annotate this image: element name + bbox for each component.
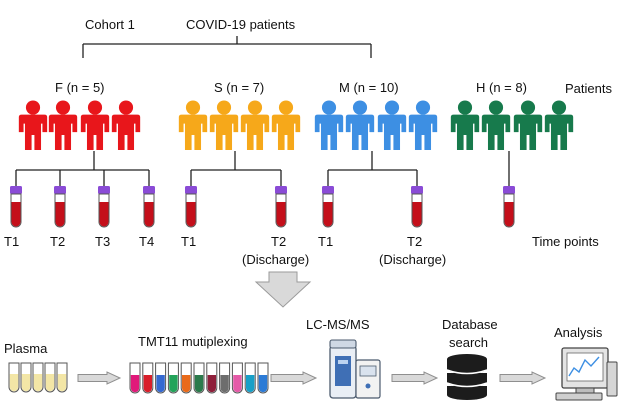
patients-label: Patients	[565, 81, 612, 96]
person-icon-s-4	[271, 100, 301, 151]
database-icon	[446, 354, 488, 400]
plasma-tube-5	[56, 362, 68, 393]
person-icon-h-4	[544, 100, 574, 151]
lcms-label: LC-MS/MS	[306, 317, 370, 332]
person-icon-m-3	[377, 100, 407, 151]
person-icon-m-2	[345, 100, 375, 151]
blood-tube-h-1	[503, 186, 515, 228]
tube-label-f-1: T1	[4, 234, 19, 249]
plasma-tube-2	[20, 362, 32, 393]
right-arrow-icon-2	[270, 371, 318, 385]
blood-tube-m-1	[322, 186, 334, 228]
blood-tube-m-2	[411, 186, 423, 228]
down-arrow-icon	[254, 271, 312, 308]
tube-label-s-1: T1	[181, 234, 196, 249]
person-icon-h-2	[481, 100, 511, 151]
person-icon-f-2	[48, 100, 78, 151]
plasma-tubes	[8, 362, 68, 393]
time-points-label: Time points	[532, 234, 599, 249]
tube-label-f-4: T4	[139, 234, 154, 249]
tmt-tube-4	[167, 362, 179, 394]
tmt-tube-5	[180, 362, 192, 394]
person-icon-f-1	[18, 100, 48, 151]
person-icon-m-1	[314, 100, 344, 151]
tmt-tube-11	[257, 362, 269, 394]
group-label-f: F (n = 5)	[55, 80, 105, 95]
tmt-tube-9	[231, 362, 243, 394]
tmt-tubes	[129, 362, 269, 394]
blood-sample-tubes	[10, 186, 515, 228]
tube-label-m-1: T1	[318, 234, 333, 249]
person-icon-h-3	[513, 100, 543, 151]
person-icon-s-2	[209, 100, 239, 151]
tube-label-f-2: T2	[50, 234, 65, 249]
tmt-tube-3	[155, 362, 167, 394]
workflow-arrows	[77, 371, 547, 385]
right-arrow-icon-1	[77, 371, 122, 385]
person-icon-s-1	[178, 100, 208, 151]
cohort-bracket	[82, 36, 372, 58]
discharge-label-m: (Discharge)	[379, 252, 446, 267]
person-icon-f-3	[80, 100, 110, 151]
cohort-label: Cohort 1	[85, 17, 135, 32]
tmt-label: TMT11 mutiplexing	[138, 334, 248, 349]
database-label-line2: search	[449, 335, 488, 350]
database-label-line1: Database	[442, 317, 498, 332]
computer-icon	[555, 347, 618, 401]
plasma-tube-1	[8, 362, 20, 393]
person-icon-h-1	[450, 100, 480, 151]
tmt-tube-2	[142, 362, 154, 394]
tube-label-f-3: T3	[95, 234, 110, 249]
group-label-m: M (n = 10)	[339, 80, 399, 95]
covid-patients-label: COVID-19 patients	[186, 17, 296, 32]
plasma-label: Plasma	[4, 341, 48, 356]
group-label-h: H (n = 8)	[476, 80, 527, 95]
right-arrow-icon-4	[499, 371, 547, 385]
plasma-tube-3	[32, 362, 44, 393]
tmt-tube-10	[244, 362, 256, 394]
person-icon-f-4	[111, 100, 141, 151]
tmt-tube-1	[129, 362, 141, 394]
right-arrow-icon-3	[391, 371, 439, 385]
blood-tube-f-4	[143, 186, 155, 228]
tube-label-m-2: T2	[407, 234, 422, 249]
timepoint-connectors	[15, 151, 510, 186]
tube-label-s-2: T2	[271, 234, 286, 249]
tmt-tube-8	[219, 362, 231, 394]
tmt-tube-6	[193, 362, 205, 394]
lcms-instrument-icon	[329, 339, 381, 399]
discharge-label-s: (Discharge)	[242, 252, 309, 267]
plasma-tube-4	[44, 362, 56, 393]
tmt-tube-7	[206, 362, 218, 394]
patient-icons	[18, 100, 574, 151]
blood-tube-s-2	[275, 186, 287, 228]
group-label-s: S (n = 7)	[214, 80, 264, 95]
analysis-label: Analysis	[554, 325, 603, 340]
blood-tube-f-1	[10, 186, 22, 228]
blood-tube-s-1	[185, 186, 197, 228]
blood-tube-f-3	[98, 186, 110, 228]
person-icon-m-4	[408, 100, 438, 151]
blood-tube-f-2	[54, 186, 66, 228]
person-icon-s-3	[240, 100, 270, 151]
